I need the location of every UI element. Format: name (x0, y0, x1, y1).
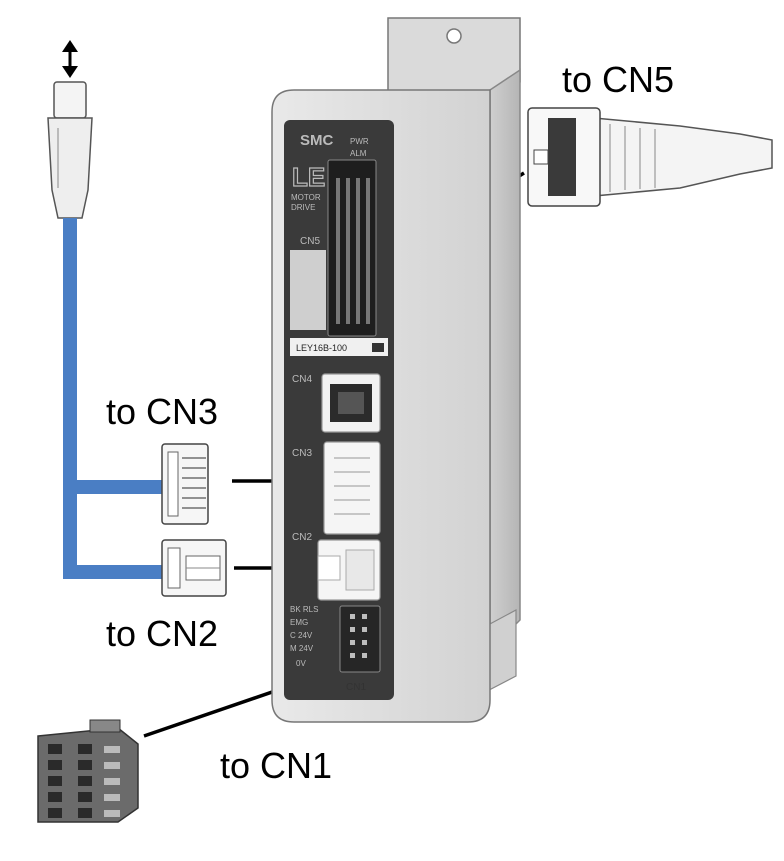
double-arrow-icon (62, 40, 78, 78)
motor-drive-line1: MOTOR (291, 193, 321, 202)
cn1-socket (339, 605, 381, 673)
terminal-label: M 24V (290, 644, 314, 653)
usb-plug (47, 81, 93, 219)
port-label-cn5: CN5 (300, 236, 320, 247)
port-label-cn4: CN4 (292, 374, 312, 385)
port-label-cn1: CN1 (346, 682, 366, 693)
model-label: LEY16B-100 (296, 343, 347, 353)
cn3-plug (161, 443, 209, 525)
label-to-cn1: to CN1 (220, 745, 333, 786)
terminal-label: EMG (290, 618, 308, 627)
cn5-pins (336, 178, 370, 324)
terminal-label: C 24V (290, 631, 313, 640)
terminal-label: BK RLS (290, 605, 318, 614)
motor-drive-line2: DRIVE (291, 203, 315, 212)
port-label-cn2: CN2 (292, 532, 312, 543)
led-alm-label: ALM (350, 149, 367, 158)
led-pwr-label: PWR (350, 137, 369, 146)
cable-line (63, 218, 162, 579)
cn5-plug (527, 107, 773, 207)
motor-driver-unit (271, 17, 521, 723)
label-to-cn2: to CN2 (106, 613, 219, 654)
cn3-socket (323, 441, 381, 535)
cn1-terminal-plug (37, 719, 139, 823)
port-label-cn3: CN3 (292, 448, 312, 459)
terminal-label: 0V (296, 659, 306, 668)
brand-logo: SMC (300, 132, 334, 149)
label-to-cn3: to CN3 (106, 391, 219, 432)
label-to-cn5: to CN5 (562, 59, 675, 100)
usb-cable (47, 40, 162, 579)
series-logo: LE (292, 162, 325, 192)
cn2-plug (161, 539, 227, 597)
